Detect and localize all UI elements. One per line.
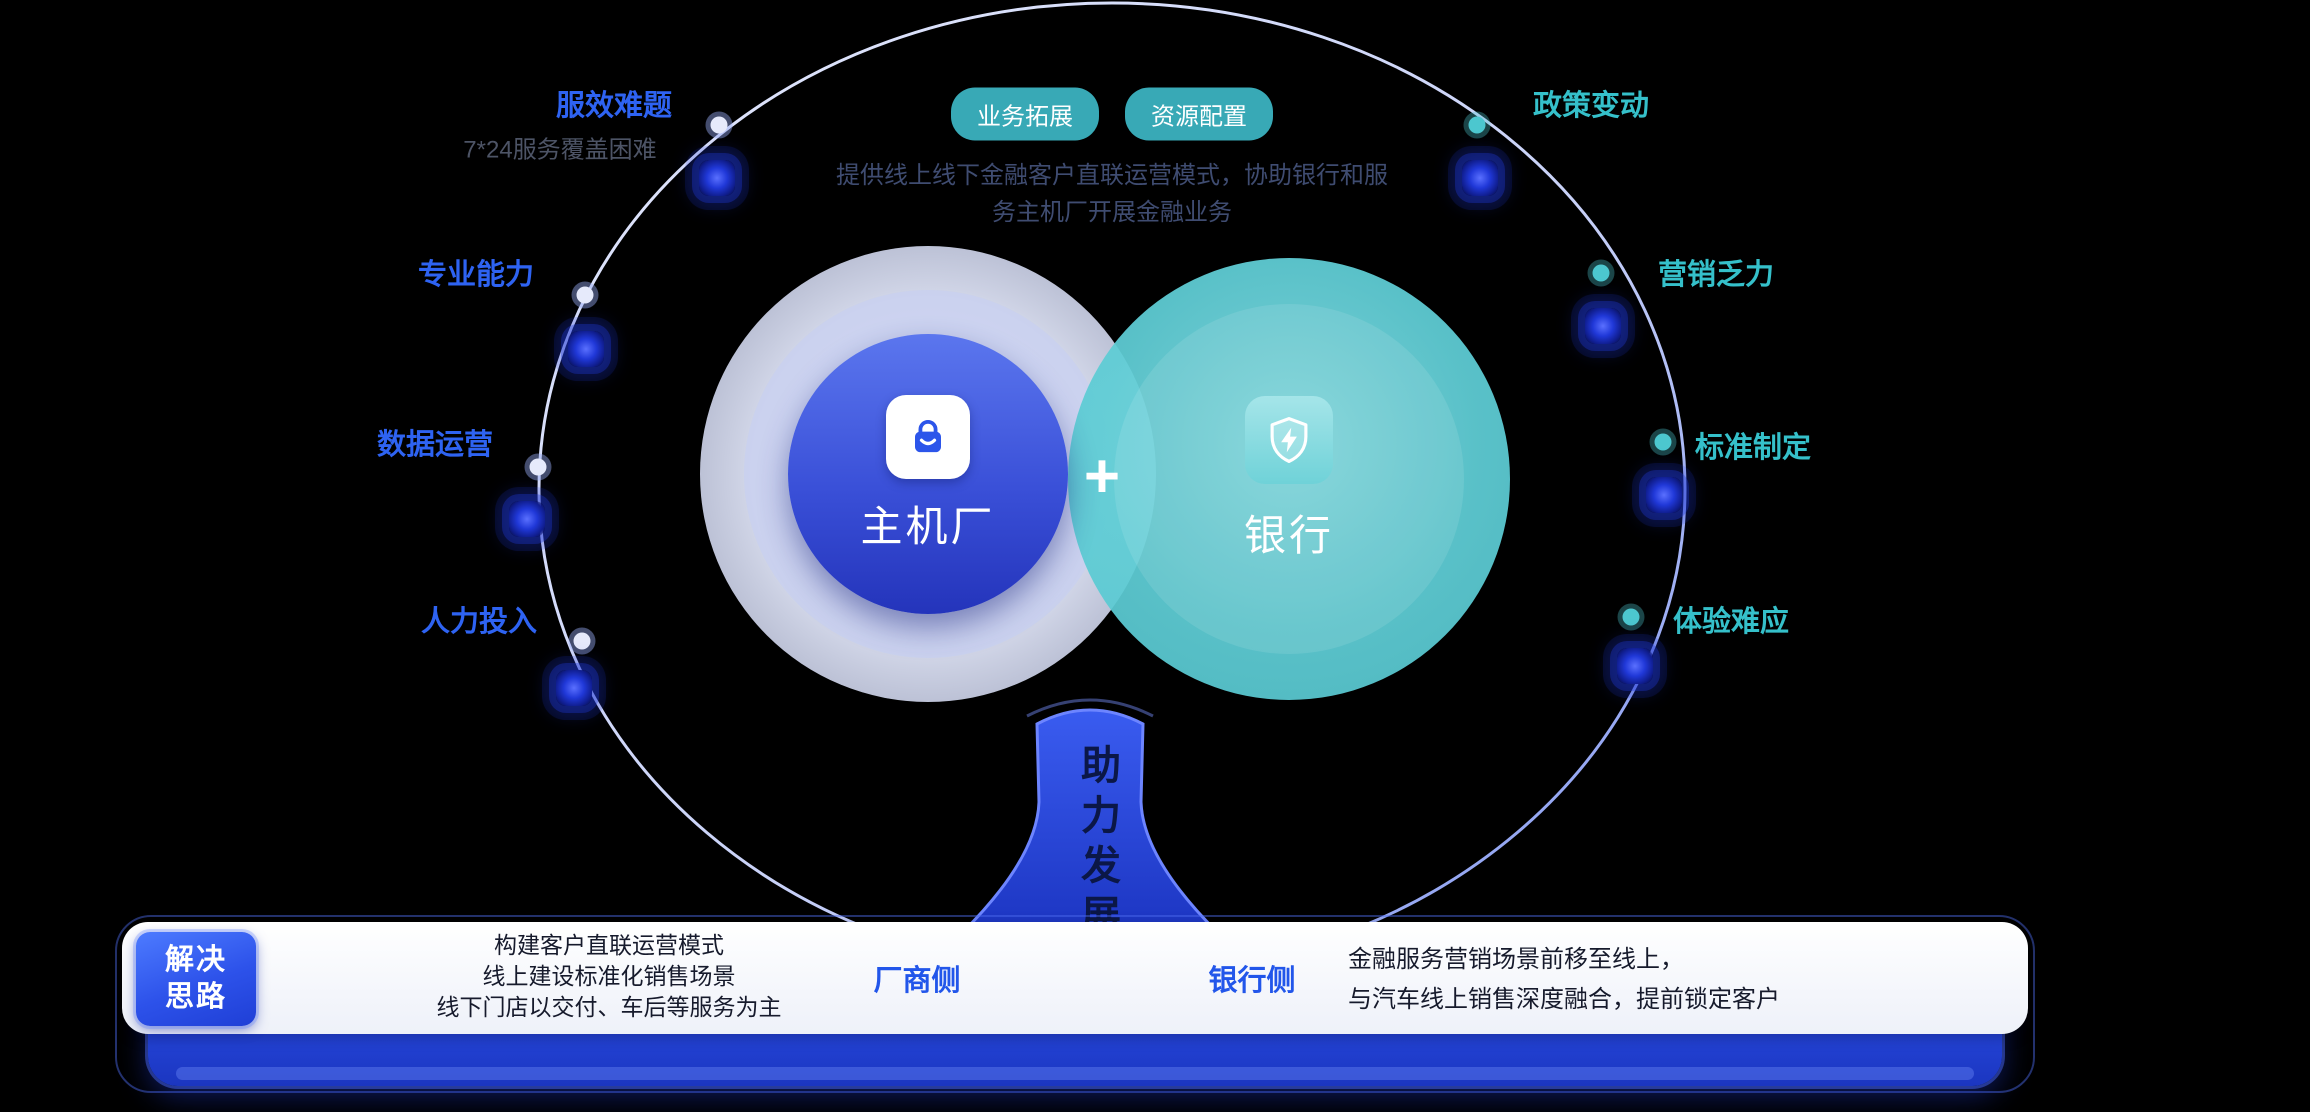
bank-side-label: 银行侧 <box>1208 965 1296 997</box>
ripple-marker <box>1617 648 1653 684</box>
orbit-node-dot <box>529 458 547 476</box>
manufacturer-approach-line1: 构建客户直联运营模式 <box>494 932 724 958</box>
orbit-node-dot <box>1622 608 1640 626</box>
trunk-shape <box>959 698 1221 934</box>
pain-point-policy-change: 政策变动 <box>1532 90 1650 122</box>
oem-circle: 主机厂 <box>788 334 1068 614</box>
solution-badge-line1: 解决 <box>164 944 227 976</box>
manufacturer-side-label: 厂商侧 <box>873 965 961 997</box>
ripple-marker <box>1585 308 1621 344</box>
ripple-marker <box>699 160 735 196</box>
pain-point-expertise: 专业能力 <box>417 259 535 291</box>
orbit-node-dot <box>710 116 728 134</box>
bank-approach-text: 金融服务营销场景前移至线上， 与汽车线上销售深度融合，提前锁定客户 <box>1348 940 1780 1020</box>
solution-panel: 解决 思路 构建客户直联运营模式 线上建设标准化销售场景 线下门店以交付、车后等… <box>115 915 2035 1093</box>
bank-circle: 银行 <box>1068 258 1510 700</box>
ripple-marker <box>1462 160 1498 196</box>
shield-lightning-icon <box>1245 395 1333 484</box>
orbit-node-dot <box>1468 116 1486 134</box>
intro-description-line1: 提供线上线下金融客户直联运营模式，协助银行和服 <box>836 162 1388 189</box>
pain-point-standards: 标准制定 <box>1694 432 1812 464</box>
ripple-marker <box>568 331 604 367</box>
oem-circle-label: 主机厂 <box>860 502 996 550</box>
manufacturer-approach-text: 构建客户直联运营模式 线上建设标准化销售场景 线下门店以交付、车后等服务为主 <box>384 930 834 1023</box>
trunk-label: 助力发展 <box>1075 744 1119 944</box>
ripple-marker <box>509 501 545 537</box>
manufacturer-approach-line3: 线下门店以交付、车后等服务为主 <box>436 994 782 1020</box>
solution-bar <box>122 922 2028 1034</box>
pain-point-weak-marketing: 营销乏力 <box>1657 259 1775 291</box>
pain-point-service-efficiency-sub: 7*24服务覆盖困难 <box>463 136 657 164</box>
solution-outline <box>115 915 2035 1093</box>
plus-sign: + <box>1083 442 1121 512</box>
badge-resource-allocation: 资源配置 <box>1125 87 1273 141</box>
intro-description-line2: 务主机厂开展金融业务 <box>992 199 1232 226</box>
orbit-node-dot <box>1592 264 1610 282</box>
badge-business-expansion: 业务拓展 <box>951 87 1099 141</box>
pain-point-service-efficiency: 服效难题 <box>555 90 673 122</box>
ripple-marker <box>1646 477 1682 513</box>
bank-approach-line1: 金融服务营销场景前移至线上， <box>1348 946 1684 973</box>
intro-description: 提供线上线下金融客户直联运营模式，协助银行和服 务主机厂开展金融业务 <box>836 157 1388 231</box>
pain-point-data-operations: 数据运营 <box>376 429 494 461</box>
pain-point-experience: 体验难应 <box>1672 606 1790 638</box>
orbit-node-dot <box>573 632 591 650</box>
bank-circle-label: 银行 <box>1243 511 1334 559</box>
bank-approach-line2: 与汽车线上销售深度融合，提前锁定客户 <box>1348 986 1780 1013</box>
orbit-node-dot <box>1654 433 1672 451</box>
pain-point-manpower: 人力投入 <box>420 606 538 638</box>
orbit-node-dot <box>576 286 594 304</box>
top-badges: 业务拓展 资源配置 <box>951 87 1273 141</box>
solution-badge-line2: 思路 <box>164 981 227 1013</box>
manufacturer-approach-line2: 线上建设标准化销售场景 <box>482 963 736 989</box>
ripple-marker <box>556 670 592 706</box>
shopping-bag-icon <box>886 394 970 479</box>
solution-badge: 解决 思路 <box>136 932 256 1026</box>
